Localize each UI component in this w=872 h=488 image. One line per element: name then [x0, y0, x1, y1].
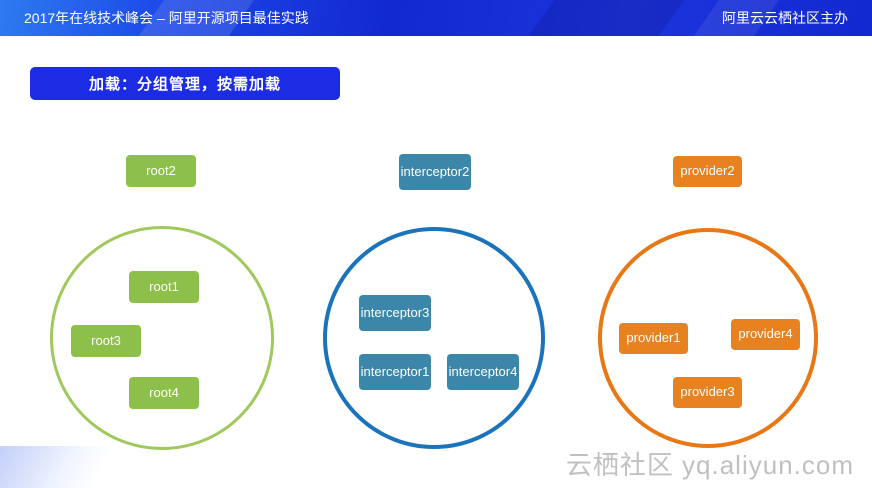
node-provider3: provider3 — [673, 377, 742, 408]
node-root2: root2 — [126, 155, 196, 187]
node-provider2: provider2 — [673, 156, 742, 187]
node-interceptor3: interceptor3 — [359, 295, 431, 331]
node-provider1: provider1 — [619, 323, 688, 354]
node-root1: root1 — [129, 271, 199, 303]
node-interceptor4: interceptor4 — [447, 354, 519, 390]
node-root4: root4 — [129, 377, 199, 409]
slide-heading: 加载：分组管理，按需加载 — [30, 67, 340, 100]
banner-decoration — [517, 0, 693, 36]
banner-title-right: 阿里云云栖社区主办 — [722, 10, 848, 26]
corner-decoration — [0, 446, 152, 488]
node-interceptor2: interceptor2 — [399, 154, 471, 190]
provider-group-circle — [598, 228, 818, 448]
banner-title-left: 2017年在线技术峰会 – 阿里开源项目最佳实践 — [24, 10, 309, 26]
interceptor-group-circle — [323, 227, 545, 449]
node-provider4: provider4 — [731, 319, 800, 350]
node-interceptor1: interceptor1 — [359, 354, 431, 390]
node-root3: root3 — [71, 325, 141, 357]
top-banner: 2017年在线技术峰会 – 阿里开源项目最佳实践 阿里云云栖社区主办 — [0, 0, 872, 36]
watermark: 云栖社区 yq.aliyun.com — [565, 450, 854, 480]
root-group-circle — [50, 226, 274, 450]
